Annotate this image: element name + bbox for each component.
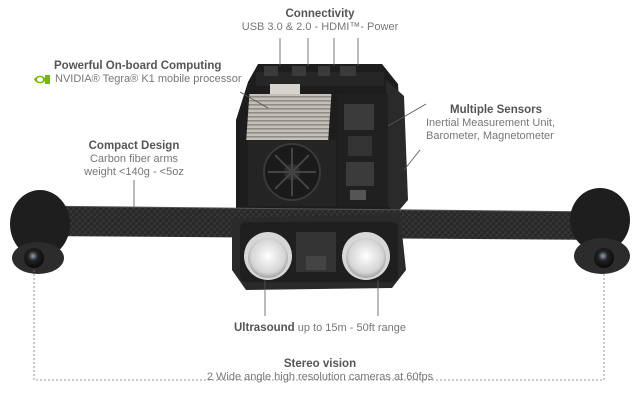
connectivity-label: Connectivity USB 3.0 & 2.0 - HDMI™- Powe…: [230, 8, 410, 34]
computing-label: Powerful On-board Computing NVIDIA® Tegr…: [34, 60, 248, 86]
computing-title: Powerful On-board Computing: [54, 60, 222, 72]
sensors-title: Multiple Sensors: [450, 104, 543, 116]
right-camera: [570, 188, 630, 274]
computing-desc-row: NVIDIA® Tegra® K1 mobile processor: [34, 73, 248, 86]
connectivity-title: Connectivity: [285, 8, 355, 20]
ultrasound-label: Ultrasound up to 15m - 50ft range: [200, 322, 440, 335]
compact-line2: weight <140g - <5oz: [84, 166, 184, 178]
sensors-line2: Barometer, Magnetometer: [426, 130, 554, 142]
sensors-label: Multiple Sensors Inertial Measurement Un…: [426, 104, 586, 143]
sensors-line1: Inertial Measurement Unit,: [426, 117, 555, 129]
heatsink: [246, 84, 332, 140]
ultrasound-sensor-left: [244, 232, 292, 280]
computing-desc: NVIDIA® Tegra® K1 mobile processor: [55, 73, 242, 85]
ultrasound-title: Ultrasound: [234, 322, 295, 334]
cooling-fan: [248, 140, 336, 206]
compact-line1: Carbon fiber arms: [89, 153, 179, 165]
nvidia-logo-icon: [34, 75, 50, 84]
circuit-board: [338, 94, 388, 206]
compact-label: Compact Design Carbon fiber arms weight …: [74, 140, 194, 179]
stereo-label: Stereo vision 2 Wide angle high resoluti…: [180, 358, 460, 384]
left-camera: [10, 190, 70, 274]
ultrasound-desc: up to 15m - 50ft range: [297, 322, 406, 334]
compact-title: Compact Design: [88, 140, 180, 152]
leader-lines: [33, 38, 605, 381]
connectivity-desc: USB 3.0 & 2.0 - HDMI™- Power: [241, 21, 399, 33]
ultrasound-sensor-right: [342, 232, 390, 280]
stereo-title: Stereo vision: [283, 358, 357, 370]
stereo-desc: 2 Wide angle high resolution cameras at …: [206, 371, 434, 383]
